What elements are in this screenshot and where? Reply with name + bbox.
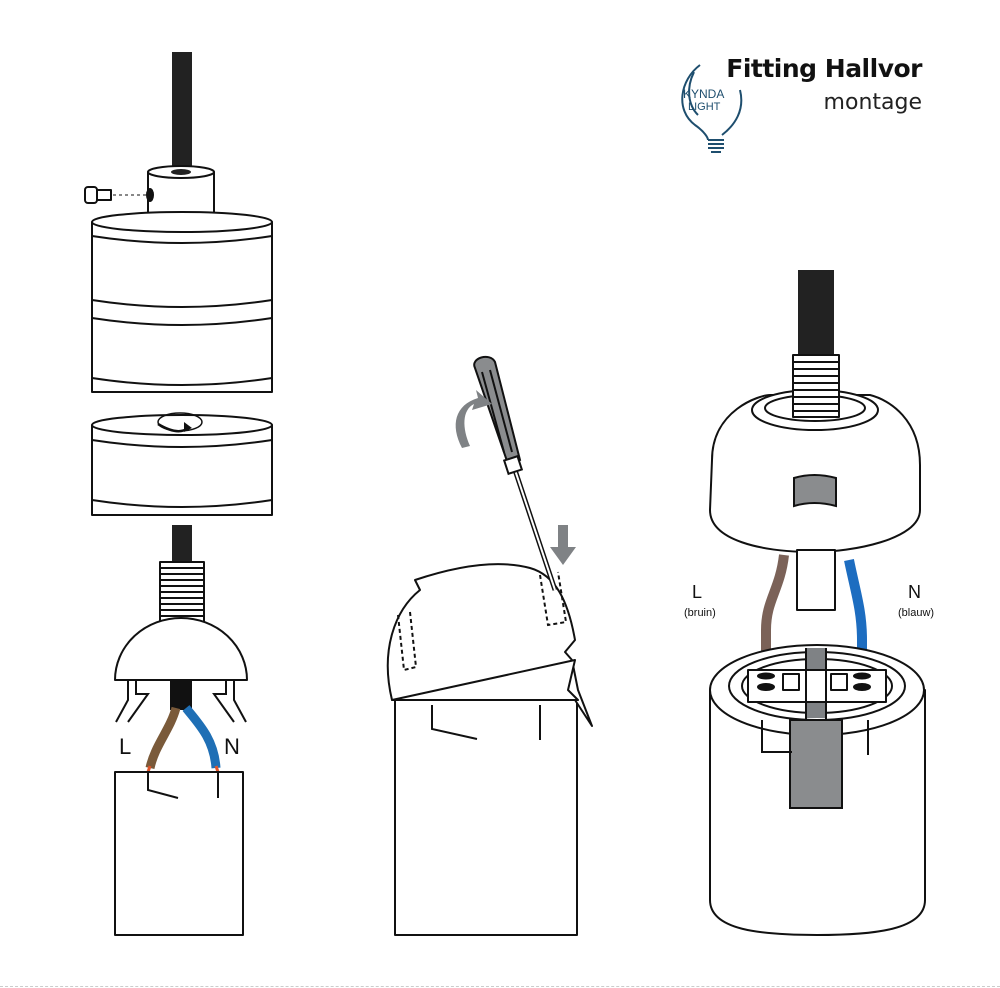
set-screw-icon [84, 186, 146, 204]
kynda-light-logo: KYNDA LIGHT [681, 64, 743, 153]
brown-wire [761, 554, 789, 680]
threaded-tube [792, 354, 840, 418]
cable [172, 52, 192, 172]
blue-wire [844, 559, 867, 680]
terminal-block-box [114, 771, 244, 936]
page-subtitle: montage [823, 90, 922, 115]
label-live: L [119, 734, 131, 759]
label-neutral: N [908, 582, 921, 602]
brown-wire [145, 706, 181, 770]
label-neutral-color: (blauw) [898, 607, 934, 619]
step1-exploded-fitting: L N [84, 52, 273, 936]
holder-top [709, 394, 921, 553]
logo-text-kynda: KYNDA [683, 87, 724, 101]
screwdriver-icon [473, 355, 558, 591]
step2-open-holder [386, 355, 593, 936]
logo-text-light: LIGHT [688, 101, 721, 113]
label-live: L [692, 582, 702, 602]
rotate-arrow-icon [455, 390, 492, 448]
rotate-arrow-icon [157, 412, 203, 433]
lamp-holder-dome [114, 617, 248, 681]
step3-wiring: L (bruin) N (blauw) [684, 270, 934, 936]
label-live-color: (bruin) [684, 607, 716, 619]
blue-wire [182, 705, 221, 769]
fitting-ring [91, 424, 273, 516]
page-divider [0, 986, 1000, 987]
down-arrow-icon [550, 525, 576, 565]
holder-base [394, 699, 578, 936]
label-neutral: N [224, 734, 240, 759]
page-title: Fitting Hallvor [726, 54, 922, 83]
